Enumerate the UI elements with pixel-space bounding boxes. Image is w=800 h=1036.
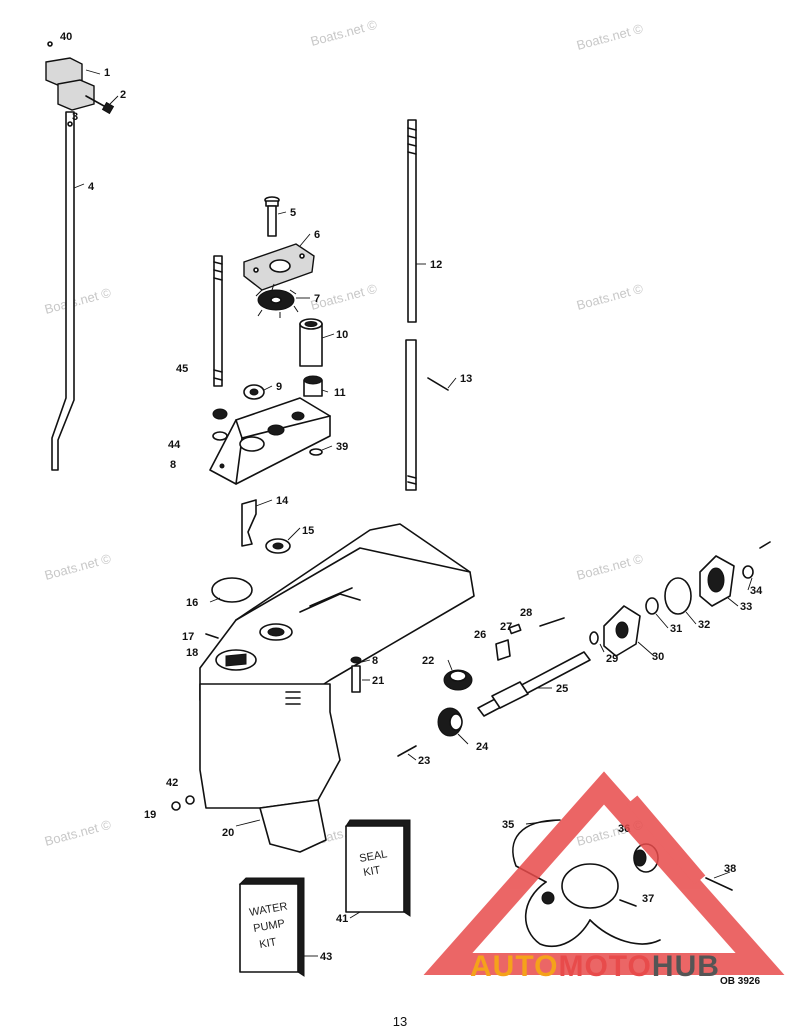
- part-label-39: 39: [336, 441, 348, 453]
- watermark-text: Boats.net ©: [575, 21, 645, 53]
- part-number-labels: 40 1 2 3 4 5 6 7 10 45 9 11 44 8 39 12 1…: [60, 31, 763, 963]
- watermark-text: Boats.net ©: [309, 17, 379, 49]
- part-label-3: 3: [72, 111, 78, 123]
- part-label-17: 17: [182, 631, 194, 643]
- page-number: 13: [392, 1014, 408, 1029]
- part-label-24: 24: [476, 741, 489, 753]
- water-pump-kit-box: WATER PUMP KIT: [238, 877, 305, 977]
- pinion-gear: [443, 669, 473, 691]
- part-label-26: 26: [474, 629, 486, 641]
- seal-kit-line-2: KIT: [362, 864, 381, 879]
- part-label-2: 2: [120, 89, 126, 101]
- part-label-16: 16: [186, 597, 198, 609]
- part-label-37: 37: [642, 893, 654, 905]
- part-label-45: 45: [176, 363, 188, 375]
- watermarks: Boats.net © Boats.net © Boats.net © Boat…: [43, 17, 645, 849]
- watermark-text: Boats.net ©: [575, 281, 645, 313]
- figure-code: OB 3926: [720, 976, 761, 987]
- drive-shaft-lower: [405, 339, 449, 491]
- drive-shaft-upper: [407, 119, 417, 323]
- watermark-text: Boats.net ©: [575, 551, 645, 583]
- water-pump-kit-line-2: PUMP: [252, 918, 285, 935]
- part-label-35: 35: [502, 819, 514, 831]
- part-label-19: 19: [144, 809, 156, 821]
- seal-kit-box: SEAL KIT: [345, 819, 411, 917]
- water-pump-kit-line-3: KIT: [258, 936, 277, 951]
- pump-housing: [209, 397, 331, 485]
- part-label-8b: 8: [372, 655, 378, 667]
- seal-kit-line-1: SEAL: [358, 848, 388, 865]
- part-label-31: 31: [670, 623, 682, 635]
- part-label-44: 44: [168, 439, 181, 451]
- brand-logo-text: AUTOMOTOHUB: [470, 950, 720, 984]
- water-tube: [299, 318, 323, 367]
- brand-logo-mark: [423, 771, 785, 975]
- impeller-plate: [243, 243, 315, 291]
- small-parts: [495, 617, 565, 661]
- part-label-14: 14: [276, 495, 289, 507]
- part-label-10: 10: [336, 329, 348, 341]
- shift-rod: [51, 111, 75, 471]
- nuts-washers: [212, 384, 265, 441]
- impeller: [255, 283, 299, 318]
- part-label-33: 33: [740, 601, 752, 613]
- connector-assembly: [45, 41, 115, 115]
- stud: [213, 255, 223, 387]
- part-label-9: 9: [276, 381, 282, 393]
- clip-and-seal: [241, 499, 291, 554]
- part-label-29: 29: [606, 653, 618, 665]
- part-label-11: 11: [334, 387, 346, 399]
- watermark-text: Boats.net ©: [43, 551, 113, 583]
- part-label-23: 23: [418, 755, 430, 767]
- part-label-34: 34: [750, 585, 763, 597]
- drain-screws: [171, 795, 195, 811]
- part-label-7: 7: [314, 293, 320, 305]
- propeller-shaft: [477, 651, 591, 717]
- brand-part-1: AUTO: [470, 950, 559, 983]
- brand-part-2: MOTO: [558, 950, 652, 983]
- part-label-5: 5: [290, 207, 296, 219]
- part-label-13: 13: [460, 373, 472, 385]
- part-label-38: 38: [724, 863, 736, 875]
- grommet: [303, 375, 323, 397]
- leader-lines: [73, 69, 753, 957]
- bearing-carrier-group: [589, 541, 771, 657]
- pin: [397, 745, 417, 757]
- part-label-27: 27: [500, 621, 512, 633]
- part-label-18: 18: [186, 647, 198, 659]
- part-label-21: 21: [372, 675, 384, 687]
- bolt: [350, 656, 362, 693]
- part-label-20: 20: [222, 827, 234, 839]
- forward-gear: [437, 707, 463, 737]
- small-screw: [205, 633, 219, 639]
- brand-part-3: HUB: [651, 950, 720, 983]
- part-label-1: 1: [104, 67, 110, 79]
- part-label-40: 40: [60, 31, 72, 43]
- part-label-25: 25: [556, 683, 568, 695]
- part-label-43: 43: [320, 951, 332, 963]
- o-ring: [211, 577, 253, 603]
- part-label-28: 28: [520, 607, 532, 619]
- part-label-4: 4: [88, 181, 95, 193]
- part-label-41: 41: [336, 913, 348, 925]
- part-label-42: 42: [166, 777, 178, 789]
- part-label-15: 15: [302, 525, 314, 537]
- part-label-30: 30: [652, 651, 664, 663]
- part-label-12: 12: [430, 259, 442, 271]
- part-label-8: 8: [170, 459, 176, 471]
- part-label-22: 22: [422, 655, 434, 667]
- part-label-32: 32: [698, 619, 710, 631]
- gearcase: [199, 523, 475, 853]
- screw: [264, 196, 280, 237]
- part-label-6: 6: [314, 229, 320, 241]
- watermark-text: Boats.net ©: [43, 285, 113, 317]
- watermark-text: Boats.net ©: [43, 817, 113, 849]
